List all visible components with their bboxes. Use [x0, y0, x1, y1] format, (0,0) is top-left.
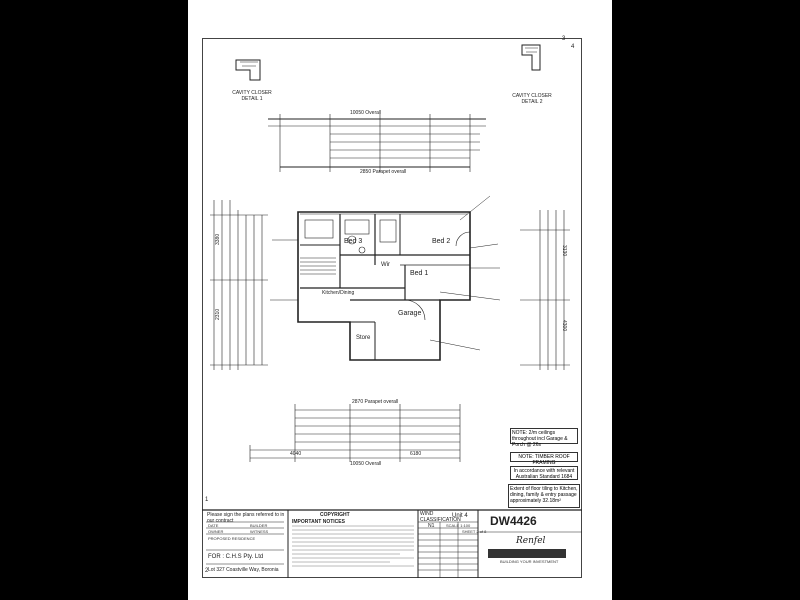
client-name: FOR : C.H.S Pty. Ltd: [208, 554, 264, 560]
room-label-kitchen-dining: Kitchen/Dining: [322, 290, 355, 296]
sheet-label: SHEET 2 of 8: [462, 529, 487, 534]
dimension-bottom-left: 4040: [290, 451, 302, 457]
room-label-store: Store: [356, 335, 371, 341]
scale-label: SCALE 1:100: [446, 523, 471, 528]
copyright-heading: COPYRIGHT: [320, 512, 350, 518]
dimension-bottom-right: 6180: [410, 451, 422, 457]
note-roof-framing: NOTE: TIMBER ROOF FRAMING: [518, 454, 570, 466]
corner-mark: 4: [571, 44, 575, 50]
dimension-bottom-parapet: 2870 Parapet overall: [352, 399, 399, 405]
date-label: DATE: [208, 523, 219, 528]
note-standard: In accordance with relevant Australian S…: [513, 468, 575, 480]
note-roof-framing-box: NOTE: TIMBER ROOF FRAMING: [510, 452, 578, 466]
detail-caption-left: CAVITY CLOSER DETAIL 1: [232, 90, 272, 102]
drawing-frame: [202, 38, 582, 578]
important-notices-heading: IMPORTANT NOTICES: [292, 519, 345, 525]
dimension-right-1: 3130: [561, 245, 567, 257]
corner-mark: 2: [205, 568, 209, 574]
brand-name: INTERCOM WEST: [495, 559, 559, 565]
room-label-bed-3: Bed 3: [344, 238, 363, 245]
site-address: Lot 327 Coastville Way, Boronia: [208, 567, 279, 573]
please-sign-note: Please sign the plans referred to in our…: [207, 512, 285, 524]
dimension-left-2: 2310: [215, 308, 221, 320]
dimension-top-overall: 10050 Overall: [350, 110, 382, 116]
room-label-bed-1: Bed 1: [410, 270, 429, 277]
proposed-residence-label: PROPOSED RESIDENCE: [208, 536, 256, 541]
note-ceilings-box: NOTE: 2/m ceilings throughout incl Garag…: [510, 428, 578, 448]
detail-caption-right: CAVITY CLOSER DETAIL 2: [512, 93, 552, 105]
room-label-garage: Garage: [398, 310, 422, 317]
brand-script: Renfel: [516, 536, 546, 546]
owner-label: OWNER: [208, 529, 224, 534]
brand-banner: INTERCOM WEST: [488, 549, 566, 565]
wind-classification-value: N1: [428, 523, 435, 529]
note-ceilings: NOTE: 2/m ceilings throughout incl Garag…: [512, 430, 568, 448]
corner-mark: 1: [205, 497, 209, 503]
room-label-bed-2: Bed 2: [432, 238, 451, 245]
unit-label: Unit 4: [452, 513, 468, 519]
note-tiling-box: Extent of floor tiling to Kitchen, dinin…: [508, 484, 580, 508]
dimension-left-1: 3380: [215, 233, 221, 245]
drawing-number: DW4426: [490, 514, 537, 528]
note-tiling: Extent of floor tiling to Kitchen, dinin…: [510, 486, 578, 504]
builder-label: BUILDER: [250, 523, 268, 528]
dimension-top-parapet: 2850 Parapet overall: [360, 169, 407, 175]
brand-tagline: BUILDING YOUR INVESTMENT: [500, 559, 559, 564]
room-label-wir: Wir: [381, 262, 390, 268]
corner-mark: 3: [562, 36, 566, 42]
dimension-bottom-overall: 10050 Overall: [350, 461, 382, 467]
witness-label: WITNESS: [250, 529, 269, 534]
note-standard-box: In accordance with relevant Australian S…: [510, 466, 578, 480]
wind-classification-label: WIND CLASSIFICATION: [420, 511, 461, 523]
dimension-right-2: 4300: [561, 320, 567, 332]
